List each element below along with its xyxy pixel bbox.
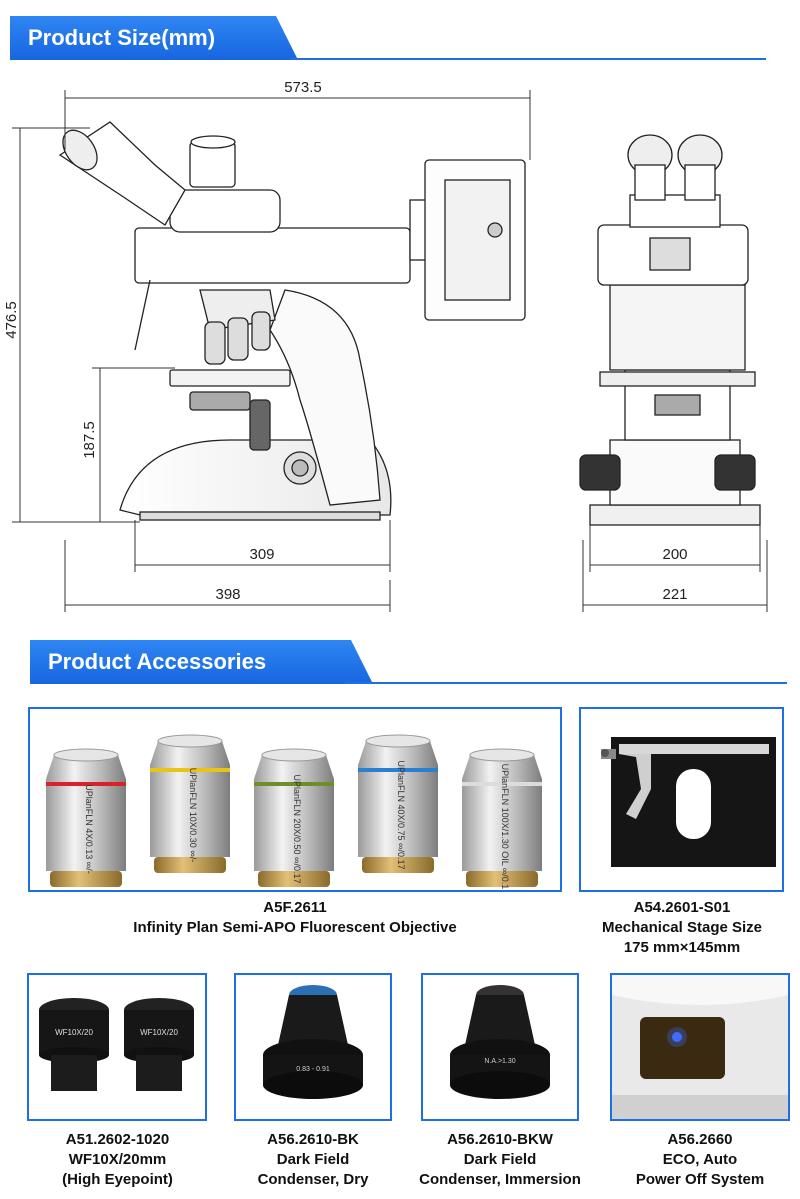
product-size-title: Product Size(mm)	[10, 16, 298, 60]
eyepiece-label-left: WF10X/20	[55, 1028, 93, 1037]
product-accessories-title: Product Accessories	[30, 640, 373, 684]
condenser-imm-image-box: N.A.>1.30	[421, 973, 579, 1121]
objective-lens: UPlanFLN 20X/0.50 ∞/0.17	[254, 748, 334, 887]
condenser-dry-label: 0.83 - 0.91	[296, 1066, 330, 1073]
product-size-rule	[290, 58, 766, 60]
eyepiece-code: A51.2602-1020	[65, 1131, 170, 1148]
condenser-dry-image-box: 0.83 - 0.91	[234, 973, 392, 1121]
condenser-imm-code: A56.2610-BKW	[447, 1131, 553, 1148]
eco-caption: A56.2660 ECO, Auto Power Off System	[600, 1130, 800, 1190]
stage-size: 175 mm×145mm	[623, 939, 741, 956]
dim-side-width: 573.5	[284, 79, 322, 96]
stage-image-box	[579, 707, 784, 892]
product-accessories-rule	[345, 682, 787, 684]
eco-power-sensor	[612, 975, 788, 1119]
objective-lens: UPlanFLN 40X/0.75 ∞/0.17	[358, 734, 438, 873]
condenser-dry-code: A56.2610-BK	[267, 1131, 359, 1148]
dim-side-height: 476.5	[3, 301, 20, 339]
eyepiece-image-box: WF10X/20 WF10X/20	[27, 973, 207, 1121]
front-dimension-lines	[582, 525, 768, 612]
dim-stage-height: 187.5	[81, 421, 98, 459]
eyepiece-label-right: WF10X/20	[140, 1028, 178, 1037]
objective-lens: UPlanFLN 100X/1.30 OIL ∞/0.17	[462, 748, 542, 890]
condenser-immersion: N.A.>1.30	[450, 985, 550, 1099]
condenser-imm-caption: A56.2610-BKW Dark Field Condenser, Immer…	[400, 1130, 600, 1190]
eco-image-box	[610, 973, 790, 1121]
objective-lens-label: UPlanFLN 40X/0.75 ∞/0.17	[396, 761, 406, 870]
objective-caption: A5F.2611 Infinity Plan Semi-APO Fluoresc…	[28, 898, 562, 938]
dim-front-inner: 200	[662, 546, 687, 563]
product-accessories-header: Product Accessories	[0, 640, 800, 684]
eco-code: A56.2660	[667, 1131, 733, 1148]
condenser-imm-desc: Condenser, Immersion	[419, 1171, 581, 1188]
objective-image-box: UPlanFLN 4X/0.13 ∞/- UPlanFLN 10X/0.30 ∞/…	[28, 707, 562, 892]
eyepiece-caption: A51.2602-1020 WF10X/20mm (High Eyepoint)	[15, 1130, 220, 1190]
objective-code: A5F.2611	[263, 899, 327, 916]
product-size-header: Product Size(mm)	[0, 16, 800, 60]
eco-title: ECO, Auto	[662, 1151, 738, 1168]
dim-total-depth: 398	[215, 586, 240, 603]
front-view-microscope	[579, 134, 761, 526]
dim-front-outer: 221	[662, 586, 687, 603]
dimension-drawing: 573.5 476.5 187.5 309 398 200 221	[3, 79, 768, 612]
condenser-imm-label: N.A.>1.30	[484, 1058, 515, 1065]
stage-desc: Mechanical Stage Size	[601, 919, 763, 936]
eco-desc: Power Off System	[635, 1171, 765, 1188]
condenser-dry: 0.83 - 0.91	[263, 985, 363, 1099]
stage-caption: A54.2601-S01 Mechanical Stage Size 175 m…	[572, 898, 792, 958]
objective-desc: Infinity Plan Semi-APO Fluorescent Objec…	[133, 919, 457, 936]
eyepiece-spec: WF10X/20mm	[68, 1151, 167, 1168]
objective-lens: UPlanFLN 4X/0.13 ∞/-	[46, 748, 126, 887]
mechanical-stage	[601, 737, 776, 867]
side-dimension-lines	[12, 90, 531, 612]
eyepieces: WF10X/20 WF10X/20	[39, 998, 194, 1091]
objective-lenses: UPlanFLN 4X/0.13 ∞/- UPlanFLN 10X/0.30 ∞/…	[46, 734, 542, 890]
objective-lens-label: UPlanFLN 100X/1.30 OIL ∞/0.17	[500, 764, 510, 890]
eyepiece-note: (High Eyepoint)	[62, 1171, 173, 1188]
objective-lens-label: UPlanFLN 20X/0.50 ∞/0.17	[292, 775, 302, 884]
objective-lens: UPlanFLN 10X/0.30 ∞/-	[150, 734, 230, 873]
condenser-dry-type: Dark Field	[276, 1151, 350, 1168]
side-view-microscope	[58, 121, 526, 521]
stage-code: A54.2601-S01	[633, 899, 731, 916]
condenser-imm-type: Dark Field	[463, 1151, 537, 1168]
dim-base-depth: 309	[249, 546, 274, 563]
objective-lens-label: UPlanFLN 10X/0.30 ∞/-	[188, 768, 198, 862]
condenser-dry-desc: Condenser, Dry	[257, 1171, 369, 1188]
condenser-dry-caption: A56.2610-BK Dark Field Condenser, Dry	[218, 1130, 408, 1190]
objective-lens-label: UPlanFLN 4X/0.13 ∞/-	[84, 784, 94, 873]
